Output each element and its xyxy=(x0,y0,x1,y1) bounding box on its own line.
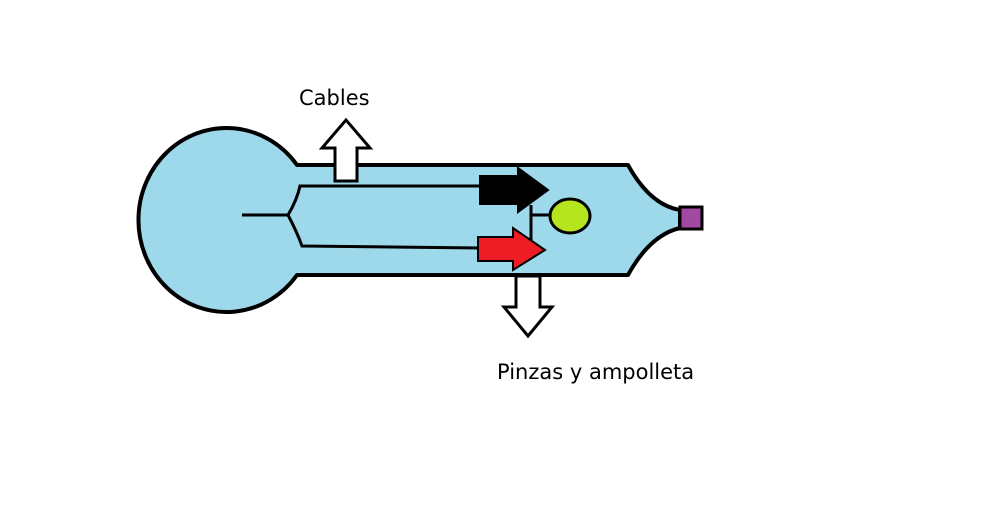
cables-callout-arrow xyxy=(318,117,374,183)
red-arrow xyxy=(477,226,547,272)
end-cap xyxy=(678,205,704,231)
cable-lower xyxy=(286,214,481,250)
cables-label: Cables xyxy=(299,86,370,110)
bulb-icon xyxy=(548,197,592,235)
pinzas-label: Pinzas y ampolleta xyxy=(497,360,695,384)
bulb-connector xyxy=(529,205,552,245)
pinzas-callout-arrow xyxy=(500,274,556,339)
device-body xyxy=(136,126,682,314)
cable-upper xyxy=(286,184,480,216)
black-arrow xyxy=(479,166,550,214)
